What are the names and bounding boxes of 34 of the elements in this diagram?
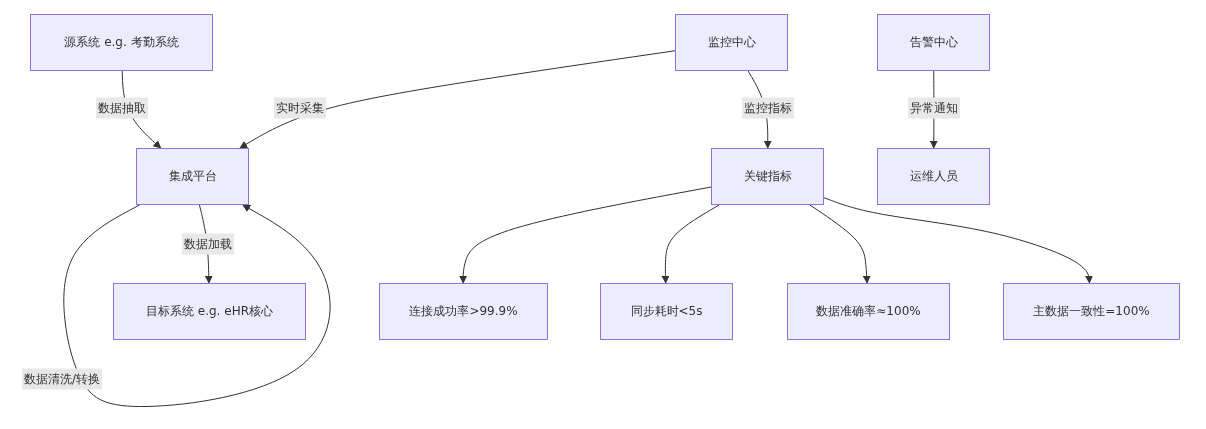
node-label: 关键指标 [743, 168, 792, 185]
node-label: 运维人员 [909, 168, 958, 185]
edge-label: 数据清洗/转换 [22, 368, 102, 390]
node-label: 主数据一致性=100% [1033, 303, 1150, 320]
process-box [379, 283, 548, 340]
arrow [661, 204, 720, 284]
edge-label: 数据抽取 [96, 97, 148, 119]
process-box [877, 14, 990, 71]
node-label: 同步耗时<5s [630, 303, 703, 320]
process-box [30, 14, 213, 71]
edge-label: 数据加载 [182, 233, 234, 255]
node-label: 监控中心 [707, 34, 756, 51]
process-box [600, 283, 733, 340]
process-box [113, 283, 306, 340]
process-box [675, 14, 788, 71]
edge-label: 实时采集 [274, 97, 326, 119]
process-box [787, 283, 950, 340]
node-label: 目标系统 e.g. eHR核心 [146, 303, 273, 320]
node-label: 源系统 e.g. 考勤系统 [64, 34, 179, 51]
edge-label: 监控指标 [742, 97, 794, 119]
arrow [823, 197, 1093, 284]
process-box [136, 148, 249, 205]
arrow [239, 50, 676, 149]
process-box [711, 148, 824, 205]
node-label: 数据准确率≈100% [816, 303, 921, 320]
arrow [809, 204, 871, 284]
edge-label: 异常通知 [908, 97, 960, 119]
node-label: 集成平台 [168, 168, 217, 185]
process-box [877, 148, 990, 205]
process-box [1003, 283, 1180, 340]
arrow [459, 186, 712, 284]
arrow [63, 204, 331, 407]
node-label: 告警中心 [909, 34, 958, 51]
node-label: 连接成功率>99.9% [409, 303, 518, 320]
